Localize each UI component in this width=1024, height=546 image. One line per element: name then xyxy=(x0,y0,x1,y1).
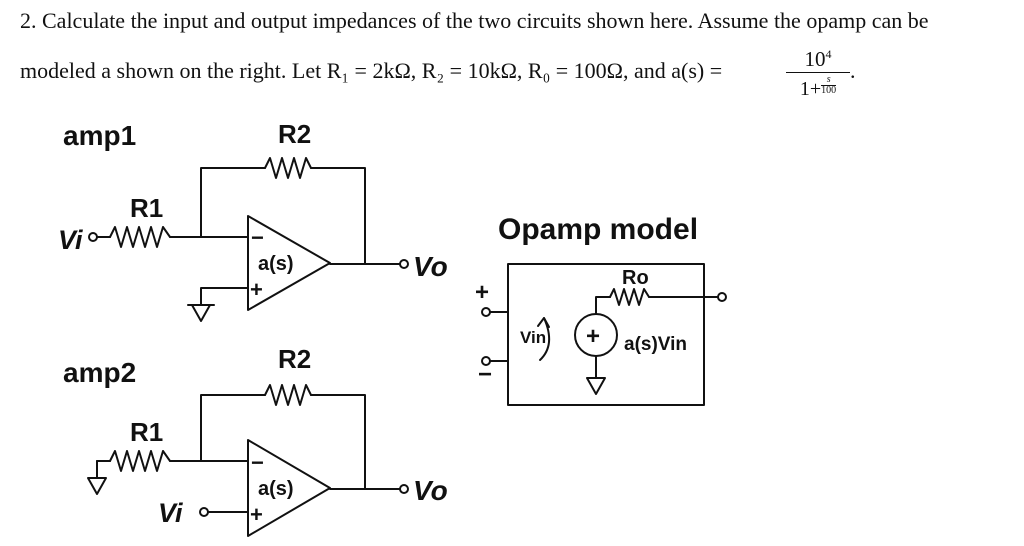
amp1-feedback-wire-right xyxy=(310,167,366,265)
amp1-r1-label: R1 xyxy=(130,193,163,223)
model-source-label: a(s)Vin xyxy=(624,334,687,355)
amp1-opamp-triangle xyxy=(247,215,331,311)
model-input-plus-sign: + xyxy=(475,279,489,306)
amp2-feedback-wire-right xyxy=(310,394,366,490)
period: . xyxy=(850,58,856,83)
amp1-r2-resistor xyxy=(264,157,312,179)
amp2-r1-label: R1 xyxy=(130,417,163,447)
amp1-circuit xyxy=(88,157,409,322)
numerator-exponent: 4 xyxy=(825,47,832,61)
amp1-ground-icon xyxy=(191,304,211,322)
amp1-vin-terminal xyxy=(88,232,98,242)
amp1-plus-sign: + xyxy=(250,277,263,302)
amp1-minus-sign: − xyxy=(251,225,264,250)
amp2-feedback-wire xyxy=(200,394,266,462)
opamp-model xyxy=(481,263,727,406)
amp1-vout-terminal xyxy=(399,259,409,269)
fraction-numerator: 104 xyxy=(804,47,832,71)
amp2-vin-terminal xyxy=(199,507,209,517)
amp1-feedback-wire xyxy=(200,167,266,238)
amp2-r1-resistor xyxy=(109,450,171,472)
amp1-title: amp1 xyxy=(63,120,136,151)
amp2-r2-resistor xyxy=(264,384,312,406)
amp2-minus-sign: − xyxy=(251,450,264,475)
amp2-vout-terminal xyxy=(399,484,409,494)
amp2-r2-label: R2 xyxy=(278,344,311,374)
model-ro-label: Ro xyxy=(622,267,649,289)
amp2-plus-sign: + xyxy=(250,502,263,527)
amp2-vout-label: Vo xyxy=(413,475,448,506)
fraction-bar xyxy=(786,72,850,73)
amp1-r2-label: R2 xyxy=(278,119,311,149)
amp2-ground-icon xyxy=(87,477,107,495)
amp1-r1-resistor xyxy=(109,226,171,248)
problem-line-1: 2. Calculate the input and output impeda… xyxy=(20,8,929,33)
amp2-opamp-triangle xyxy=(247,439,331,537)
problem-line-2: modeled a shown on the right. Let R₁ = 2… xyxy=(20,58,723,83)
model-output-terminal xyxy=(717,292,727,302)
amp1-opamp-label: a(s) xyxy=(258,253,294,275)
model-title: Opamp model xyxy=(498,213,698,246)
model-ground-icon xyxy=(586,377,606,395)
source-plus-sign: + xyxy=(586,323,600,350)
vin-arrowhead xyxy=(537,317,550,328)
model-vin-label: Vin xyxy=(520,328,546,347)
amp2-circuit xyxy=(87,384,409,537)
amp1-vout-label: Vo xyxy=(413,251,448,282)
amp2-opamp-label: a(s) xyxy=(258,478,294,500)
amp1-vin-label: Vi xyxy=(58,225,83,255)
amp2-title: amp2 xyxy=(63,357,136,388)
amp2-vin-label: Vi xyxy=(158,498,183,528)
model-box xyxy=(507,263,705,406)
model-input-minus-sign: − xyxy=(478,361,492,388)
model-input-plus-terminal xyxy=(481,307,491,317)
ro-resistor xyxy=(609,288,650,306)
source-top-wire xyxy=(595,296,611,315)
amp1-ground-wire xyxy=(200,287,249,306)
